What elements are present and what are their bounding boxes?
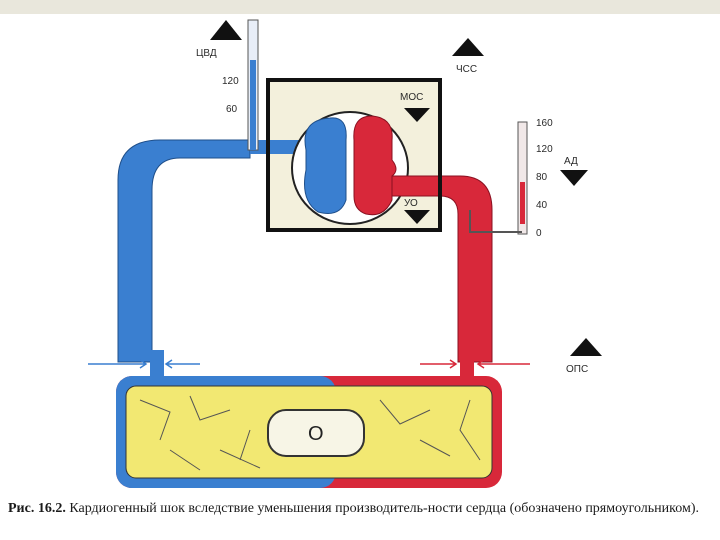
mos-down-triangle	[404, 108, 430, 122]
cvd-up-triangle	[210, 20, 242, 40]
ops-label: ОПС	[566, 364, 588, 375]
heart-highlight-box	[266, 78, 442, 232]
heart-right-chamber	[304, 117, 347, 214]
ops-left-arrow	[88, 359, 148, 369]
chss-up-triangle	[452, 38, 484, 56]
ad-manometer	[517, 121, 528, 235]
uo-label: УО	[404, 198, 418, 209]
top-bar	[0, 0, 720, 14]
ops-center-arrow-2	[420, 359, 458, 369]
tissue-cells	[139, 395, 481, 471]
cvd-tick-60: 60	[226, 104, 238, 115]
uo-down-triangle	[404, 210, 430, 224]
ad-down-triangle	[560, 170, 588, 186]
venous-inlet	[150, 350, 164, 378]
heart-left-chamber	[353, 115, 397, 216]
cvd-column	[250, 60, 256, 150]
mos-label: МОС	[400, 92, 423, 103]
tissue-label: О	[308, 423, 324, 445]
figure-caption: Рис. 16.2. Кардиогенный шок вследствие у…	[8, 500, 712, 518]
ad-tick-0: 0	[536, 228, 542, 239]
caption-text: Кардиогенный шок вследствие уменьшения п…	[65, 501, 699, 516]
ad-tick-80: 80	[536, 172, 548, 183]
ad-label: АД	[564, 156, 578, 167]
chss-label: ЧСС	[456, 64, 477, 75]
figure-number: Рис. 16.2.	[8, 501, 66, 516]
venous-tube	[117, 139, 251, 363]
ad-column	[520, 182, 525, 224]
ad-tick-160: 160	[536, 118, 553, 129]
arterial-inlet	[460, 350, 474, 378]
cardiogenic-shock-diagram: ЦВД 120 60 ЧСС МОС УО АД 160 120 80 40 0…	[88, 19, 602, 488]
cvd-tick-120: 120	[222, 76, 239, 87]
ad-tick-40: 40	[536, 200, 548, 211]
ops-right-arrow	[476, 359, 530, 369]
arterial-tube	[391, 175, 493, 363]
ops-up-triangle	[570, 338, 602, 356]
cvd-label: ЦВД	[196, 48, 217, 59]
ops-center-arrow-1	[164, 359, 200, 369]
ad-tick-120: 120	[536, 144, 553, 155]
tissue-center	[267, 409, 365, 457]
ad-connector	[469, 210, 522, 233]
